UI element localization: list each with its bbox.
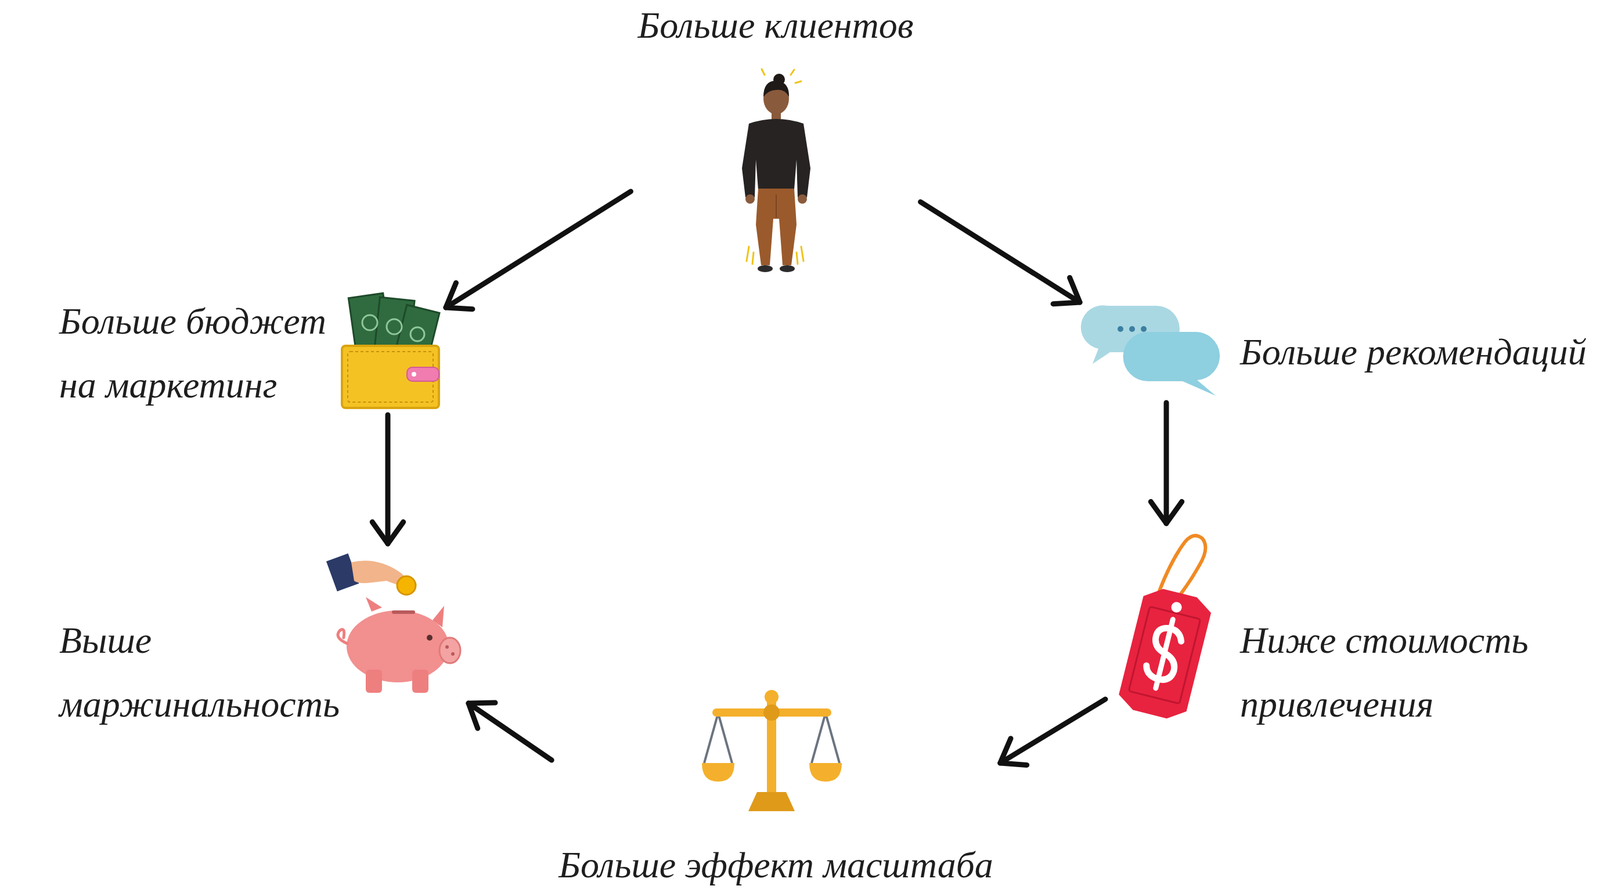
arrow-head: [1000, 739, 1027, 766]
scales-icon: [701, 690, 842, 812]
cycle-arrow: [920, 202, 1080, 305]
node-label: Ниже стоимость привлечения: [1240, 608, 1535, 737]
arrow-head: [1053, 277, 1080, 304]
arrow-head: [372, 522, 403, 544]
arrow-line: [445, 191, 631, 308]
arrow-head: [468, 703, 496, 729]
arrow-line: [1000, 699, 1106, 764]
cycle-node: Больше бюджет на маркетинг: [52, 283, 446, 416]
price-tag-icon: [1115, 535, 1214, 723]
arrow-line: [468, 703, 552, 761]
arrow-line: [385, 415, 391, 544]
wallet-icon: [341, 293, 440, 409]
node-label: Выше маржинальность: [59, 608, 366, 737]
cycle-arrow: [372, 415, 403, 544]
cycle-arrow: [1150, 402, 1182, 524]
cycle-node: Ниже стоимость привлечения: [1105, 523, 1536, 733]
cycle-node: Больше эффект масштаба: [551, 682, 1001, 893]
arrow-head: [445, 282, 473, 309]
cycle-node: Больше рекомендаций: [1079, 298, 1594, 403]
cycle-node: Больше клиентов: [630, 0, 921, 279]
cycle-node: Выше маржинальность: [52, 543, 469, 733]
cycle-arrow: [1000, 699, 1106, 766]
node-label: Больше бюджет на маркетинг: [59, 289, 342, 418]
node-label: Больше эффект масштаба: [557, 842, 995, 889]
arrow-line: [920, 202, 1080, 303]
piggy-bank-icon: [326, 553, 461, 694]
arrow-line: [1164, 402, 1170, 524]
cycle-arrow: [468, 703, 552, 761]
chat-icon: [1080, 305, 1220, 396]
node-label: Больше рекомендаций: [1240, 320, 1587, 385]
cycle-arrow: [445, 191, 631, 310]
arrow-head: [1150, 502, 1182, 524]
person-icon: [741, 69, 811, 273]
node-label: Больше клиентов: [636, 2, 915, 49]
